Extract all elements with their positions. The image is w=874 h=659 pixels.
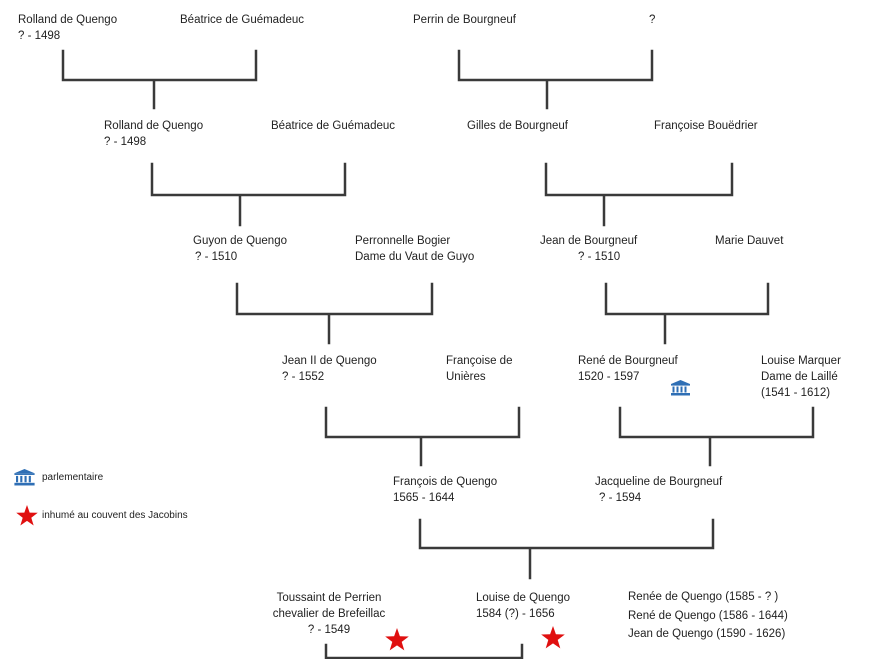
person-name: Marie Dauvet — [715, 235, 784, 247]
person-beatrice-de-guemadeuc-gen2: Béatrice de Guémadeuc — [271, 118, 395, 134]
sibling-entry: Renée de Quengo (1585 - ? ) — [628, 591, 779, 603]
person-francois-de-quengo: François de Quengo 1565 - 1644 — [393, 474, 497, 506]
person-toussaint-de-perrien: Toussaint de Perrien chevalier de Brefei… — [256, 590, 402, 638]
person-rolland-de-quengo-gen2: Rolland de Quengo ? - 1498 — [104, 118, 203, 150]
person-name-line2: Unières — [446, 371, 486, 383]
legend-inhume-label: inhumé au couvent des Jacobins — [42, 510, 188, 521]
person-rene-de-bourgneuf: René de Bourgneuf 1520 - 1597 — [578, 353, 678, 385]
person-title: Dame du Vaut de Guyo — [355, 251, 475, 263]
couple-connector — [324, 643, 524, 659]
person-dates: ? - 1498 — [104, 136, 147, 148]
person-beatrice-de-guemadeuc-gen1: Béatrice de Guémadeuc — [180, 12, 304, 28]
person-name: Françoise de — [446, 355, 513, 367]
person-gilles-de-bourgneuf: Gilles de Bourgneuf — [467, 118, 568, 134]
person-title: chevalier de Brefeillac — [272, 608, 386, 620]
person-dates: ? - 1498 — [18, 30, 61, 42]
person-jacqueline-de-bourgneuf: Jacqueline de Bourgneuf ? - 1594 — [595, 474, 722, 506]
couple-connector — [604, 282, 770, 345]
person-name: Toussaint de Perrien — [276, 592, 382, 604]
couple-connector — [418, 518, 715, 580]
sibling-entry: René de Quengo (1586 - 1644) — [628, 609, 788, 622]
person-dates: ? - 1510 — [578, 251, 621, 263]
person-dates: ? - 1552 — [282, 371, 325, 383]
person-perrin-de-bourgneuf: Perrin de Bourgneuf — [413, 12, 516, 28]
person-francoise-de-unieres: Françoise de Unières — [446, 353, 512, 385]
siblings-list: Renée de Quengo (1585 - ? ) René de Quen… — [628, 588, 788, 644]
bank-icon — [671, 380, 690, 396]
person-name: Guyon de Quengo — [193, 235, 287, 247]
person-dates: 1584 (?) - 1656 — [476, 608, 555, 620]
person-dates: 1565 - 1644 — [393, 492, 455, 504]
person-dates: ? - 1510 — [195, 251, 238, 263]
person-name: ? — [649, 14, 656, 26]
person-perronnelle-bogier: Perronnelle Bogier Dame du Vaut de Guyo — [355, 233, 474, 265]
person-dates: 1520 - 1597 — [578, 371, 640, 383]
person-name: Béatrice de Guémadeuc — [180, 14, 305, 26]
star-icon — [541, 626, 565, 649]
person-name: Louise de Quengo — [476, 592, 570, 604]
couple-connector — [150, 162, 347, 227]
bank-icon — [14, 469, 35, 486]
person-louise-marquer: Louise Marquer Dame de Laillé (1541 - 16… — [761, 353, 841, 401]
legend-parlementaire-label: parlementaire — [42, 472, 104, 483]
person-guyon-de-quengo: Guyon de Quengo ? - 1510 — [193, 233, 287, 265]
person-dates: ? - 1549 — [307, 624, 351, 636]
person-name: Jacqueline de Bourgneuf — [595, 476, 723, 488]
couple-connector — [457, 49, 654, 110]
sibling-entry: Jean de Quengo (1590 - 1626) — [628, 628, 786, 640]
person-name: René de Bourgneuf — [578, 355, 678, 367]
person-name: Perrin de Bourgneuf — [413, 14, 516, 26]
person-name: Rolland de Quengo — [18, 14, 118, 26]
person-name: Louise Marquer — [761, 355, 841, 367]
person-name: Gilles de Bourgneuf — [467, 120, 569, 132]
person-jean-de-bourgneuf: Jean de Bourgneuf ? - 1510 — [540, 233, 637, 265]
person-name: Béatrice de Guémadeuc — [271, 120, 396, 132]
person-jean-ii-de-quengo: Jean II de Quengo ? - 1552 — [282, 353, 377, 385]
person-rolland-de-quengo-gen1: Rolland de Quengo ? - 1498 — [18, 12, 117, 44]
person-unknown: ? — [649, 12, 655, 28]
couple-connector — [618, 406, 815, 467]
person-name: Jean II de Quengo — [282, 355, 377, 367]
star-icon — [385, 628, 409, 651]
person-name: Jean de Bourgneuf — [540, 235, 638, 247]
star-icon — [16, 505, 38, 526]
person-title: Dame de Laillé — [761, 371, 838, 383]
couple-connector — [324, 406, 521, 467]
person-name: Françoise Bouëdrier — [654, 120, 758, 132]
person-name: François de Quengo — [393, 476, 498, 488]
couple-connector — [544, 162, 734, 227]
couple-connector — [235, 282, 434, 345]
person-francoise-bouedrier: Françoise Bouëdrier — [654, 118, 758, 134]
person-name: Rolland de Quengo — [104, 120, 204, 132]
person-name: Perronnelle Bogier — [355, 235, 451, 247]
person-louise-de-quengo: Louise de Quengo 1584 (?) - 1656 — [476, 590, 570, 622]
person-dates: (1541 - 1612) — [761, 387, 831, 399]
person-marie-dauvet: Marie Dauvet — [715, 233, 783, 249]
person-dates: ? - 1594 — [599, 492, 642, 504]
couple-connector — [61, 49, 258, 110]
